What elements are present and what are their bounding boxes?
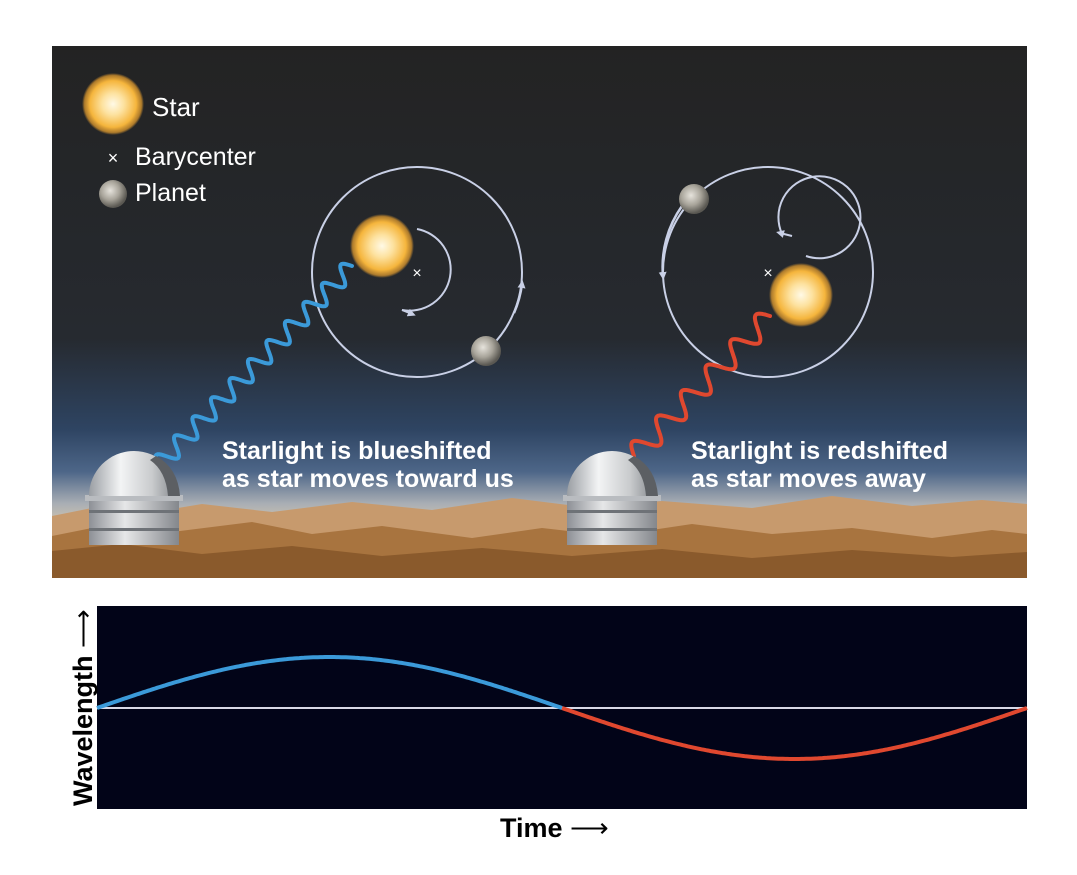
star-orbit-left-arrow <box>401 308 416 317</box>
doppler-scene: × × × <box>52 46 1027 578</box>
x-axis-label: Time ⟶ <box>500 813 609 844</box>
star-orbit-right-arrow <box>776 230 793 238</box>
redshifted-light-wave <box>629 311 772 458</box>
graph-curve-blueshift <box>96 655 563 710</box>
legend-planet-icon <box>99 180 127 208</box>
planet-right <box>679 184 709 214</box>
y-axis-arrow-icon: ⟶ <box>68 609 98 648</box>
redshift-caption-line1: Starlight is redshifted <box>691 437 948 465</box>
star-left <box>350 214 414 278</box>
barycenter-mark-left: × <box>412 265 421 282</box>
graph-background <box>97 606 1027 809</box>
legend-barycenter-label: Barycenter <box>135 143 256 171</box>
foreground-ground <box>52 544 1027 578</box>
star-orbit-right <box>777 175 862 260</box>
graph-curve-redshift <box>561 706 1028 761</box>
legend-star-icon <box>82 73 144 135</box>
redshift-caption-line2: as star moves away <box>691 465 926 493</box>
observatory-left <box>85 451 183 545</box>
x-axis-arrow-icon: ⟶ <box>570 813 609 843</box>
barycenter-mark-right: × <box>763 265 772 282</box>
planet-left <box>471 336 501 366</box>
star-orbit-left <box>401 228 452 312</box>
planet-orbit-right-arrow <box>658 205 684 280</box>
x-axis-label-text: Time <box>500 813 563 843</box>
blueshifted-light-wave <box>153 261 354 468</box>
star-right <box>769 263 833 327</box>
legend-star-label: Star <box>152 92 200 122</box>
blueshift-caption-line1: Starlight is blueshifted <box>222 437 492 465</box>
blueshift-caption-line2: as star moves toward us <box>222 465 514 493</box>
y-axis-label-text: Wavelength <box>68 655 98 806</box>
sky-background <box>52 46 1027 578</box>
legend-barycenter-icon: × <box>108 148 119 168</box>
planet-orbit-left <box>311 166 523 378</box>
y-axis-label: Wavelength ⟶ <box>68 609 99 806</box>
planet-orbit-left-arrow <box>512 280 526 314</box>
observatory-right <box>563 451 661 545</box>
legend-planet-label: Planet <box>135 179 206 207</box>
